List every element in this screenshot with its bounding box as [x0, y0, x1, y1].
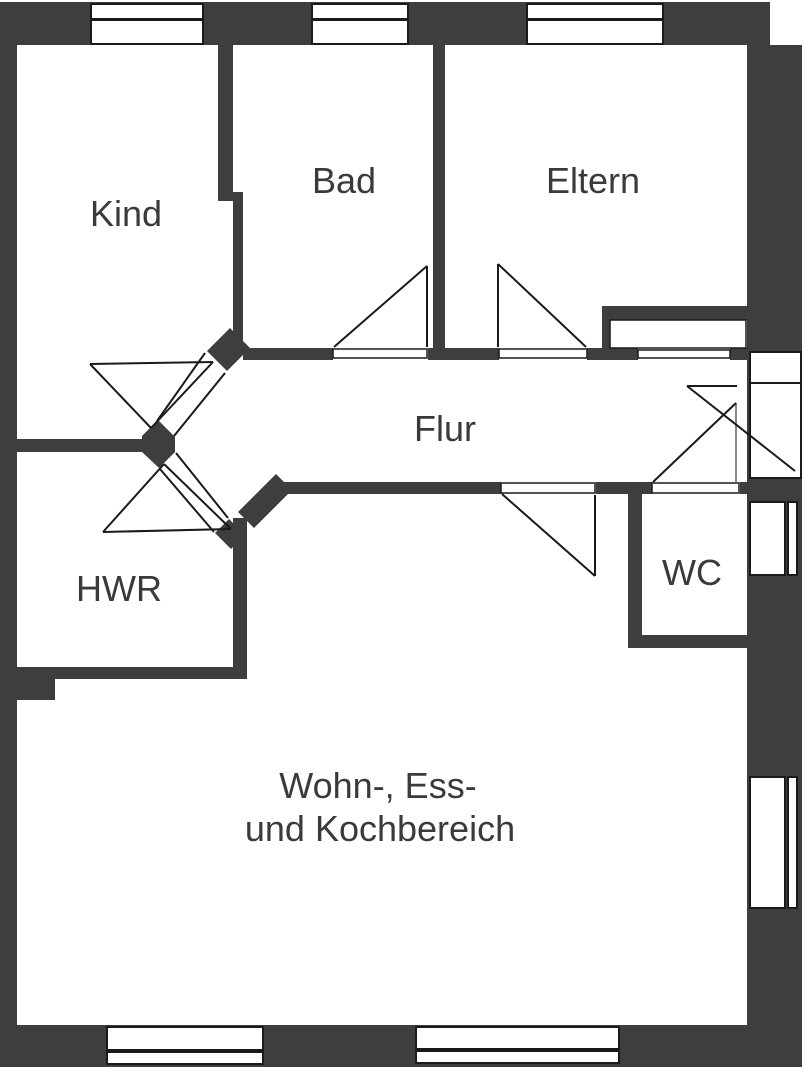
window-wohn-bottom-right: [415, 1026, 620, 1064]
entrance-sidelight: [749, 351, 802, 384]
kind-bad-wall-step: [218, 192, 243, 201]
window-wohn-right: [749, 776, 798, 909]
room-label-bad: Bad: [312, 160, 376, 201]
left-wall: [0, 2, 17, 1067]
room-labels: Kind Bad Eltern Flur HWR WC Wohn-, Ess- …: [76, 160, 722, 849]
window-bad: [311, 3, 409, 45]
eltern-door-threshold: [498, 348, 588, 359]
kind-hwr-wall: [17, 439, 145, 452]
entrance-door-opening: [749, 382, 802, 479]
window-eltern: [526, 3, 664, 45]
wohn-door-threshold: [500, 482, 596, 494]
closet-left-stub: [602, 318, 610, 360]
flur-bottom-wall-1: [283, 482, 501, 494]
windows: [90, 3, 802, 1065]
wc-door-threshold: [651, 482, 740, 494]
wc-left-wall: [628, 494, 642, 648]
flur-bottom-wall-2: [596, 482, 652, 494]
outer-walls: [0, 2, 802, 1067]
diagonal-stub-kind: [207, 328, 250, 371]
hwr-wall-pier: [17, 679, 55, 700]
entrance-door: [686, 385, 796, 472]
flur-bottom-wall-3: [740, 482, 747, 494]
flur-top-wall-4: [730, 348, 747, 360]
diagonal-stub-hwr: [215, 519, 245, 549]
door-swings: [89, 263, 796, 577]
wc-door: [652, 402, 737, 483]
window-kind: [90, 3, 204, 45]
interior-walls: [17, 45, 748, 700]
diagonal-center-block: [142, 420, 175, 468]
kind-door: [89, 352, 226, 437]
wohn-door: [501, 493, 596, 577]
flur-top-wall-3: [587, 348, 638, 360]
room-label-wc: WC: [662, 552, 722, 593]
closet-door-threshold: [637, 349, 731, 359]
hwr-bottom-wall: [17, 667, 247, 679]
room-label-wohn-line2: und Kochbereich: [245, 808, 515, 849]
bad-door: [333, 265, 428, 348]
wc-bottom-wall: [628, 635, 748, 648]
door-thresholds: [332, 319, 747, 494]
diagonal-wohn-corner: [238, 474, 292, 528]
room-label-flur: Flur: [414, 408, 476, 449]
flur-top-wall-1: [243, 348, 333, 360]
kind-bad-wall-upper: [218, 45, 233, 192]
room-label-eltern: Eltern: [546, 160, 640, 201]
room-label-wohn-line1: Wohn-, Ess-: [279, 765, 476, 806]
closet-niche: [609, 319, 747, 349]
room-label-kind: Kind: [90, 193, 162, 234]
window-wc: [749, 501, 798, 576]
flur-top-wall-2: [428, 348, 499, 360]
hwr-right-wall: [233, 518, 247, 679]
room-label-hwr: HWR: [76, 568, 162, 609]
bad-door-threshold: [332, 348, 428, 359]
window-wohn-bottom-left: [106, 1026, 264, 1065]
closet-top-wall: [602, 306, 747, 320]
hwr-door: [102, 452, 232, 533]
entrance-opening: [749, 351, 802, 479]
eltern-door: [497, 263, 587, 348]
kind-bad-wall-lower: [233, 200, 243, 348]
bad-eltern-wall: [433, 45, 445, 350]
